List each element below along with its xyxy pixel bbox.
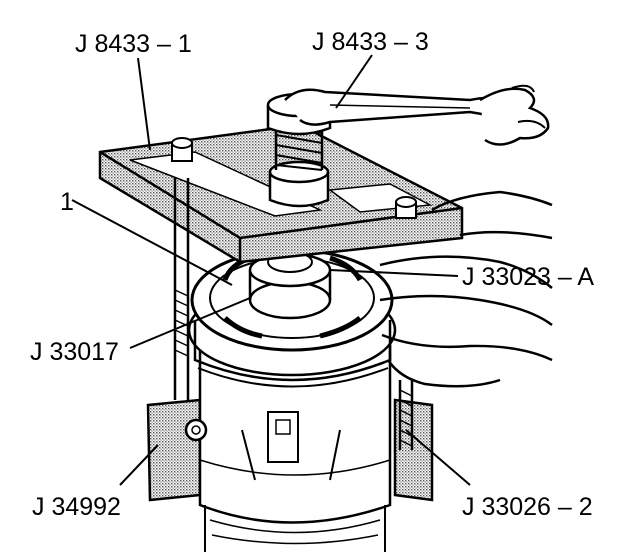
- wrench: [284, 88, 512, 126]
- label-j-33026-2: J 33026 – 2: [462, 493, 593, 521]
- label-j-34992: J 34992: [32, 493, 121, 521]
- forcing-screw: [266, 92, 332, 208]
- label-part-1: 1: [60, 188, 74, 216]
- puller-bolts: [171, 137, 417, 450]
- label-j-33023-a: J 33023 – A: [462, 263, 594, 291]
- hands: [379, 84, 553, 388]
- label-j-8433-3: J 8433 – 3: [312, 28, 429, 56]
- callout-labels: J 8433 – 3 J 8433 – 1 1 J 33023 – A J 33…: [30, 28, 594, 521]
- leader-lines: [71, 54, 471, 486]
- label-j-8433-1: J 8433 – 1: [75, 30, 192, 58]
- label-j-33017: J 33017: [30, 338, 119, 366]
- compressor-body: [184, 345, 392, 552]
